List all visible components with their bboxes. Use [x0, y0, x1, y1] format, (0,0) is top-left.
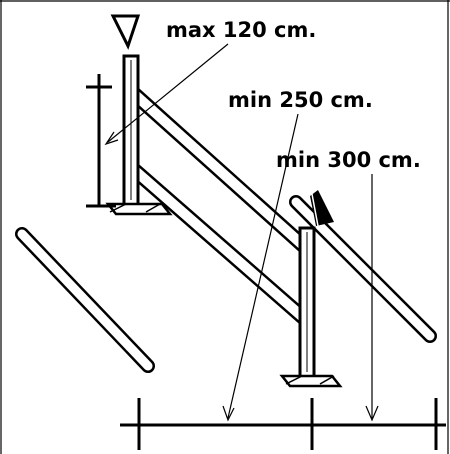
front-standard [105, 54, 173, 216]
min250-leader [222, 113, 299, 422]
height-dimension [86, 43, 229, 208]
ground-dimension-line [120, 398, 446, 450]
min-300-label: min 300 cm. [276, 148, 421, 172]
ground-pole [15, 227, 155, 373]
rear-standard [279, 226, 343, 388]
max-height-label: max 120 cm. [166, 18, 317, 42]
upper-rail [126, 86, 312, 254]
direction-flag-rear-icon [310, 190, 334, 227]
min300-leader [365, 174, 379, 422]
min-250-label: min 250 cm. [228, 88, 373, 112]
direction-flag-front-icon [110, 14, 141, 50]
lower-rail [127, 162, 311, 326]
